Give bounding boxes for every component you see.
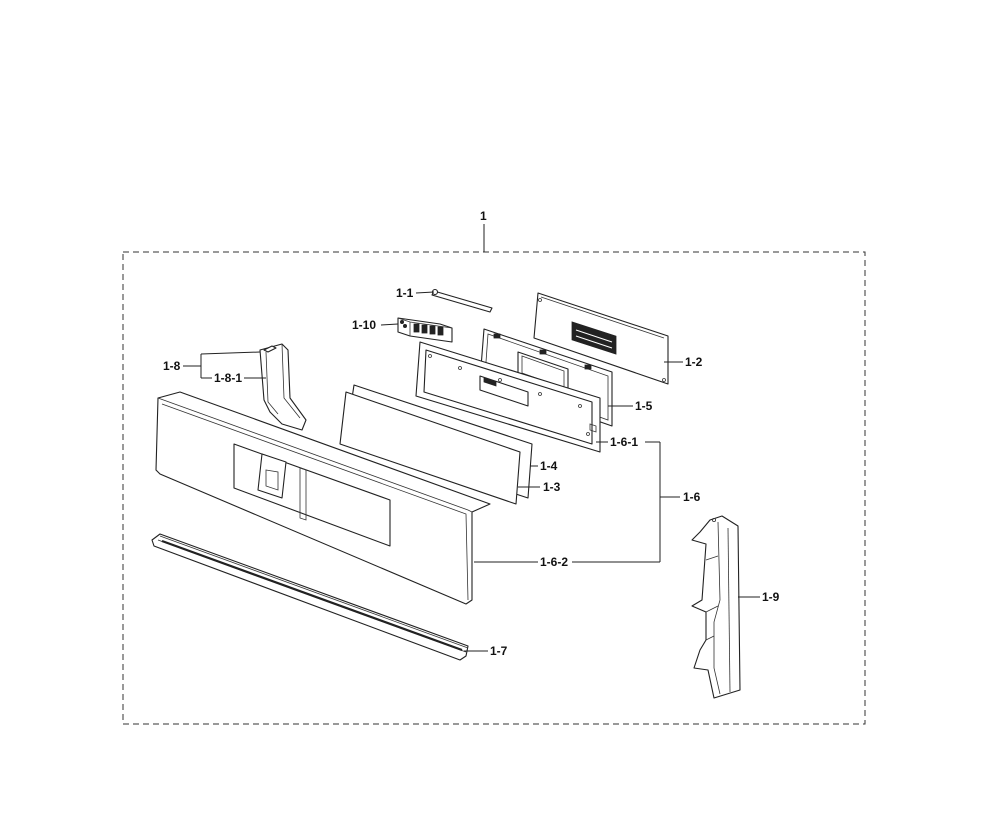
callout-1-10: 1-10 xyxy=(352,318,376,332)
callout-1-6: 1-6 xyxy=(683,490,701,504)
part-1-3-glass xyxy=(339,391,521,505)
part-1-7-trim-strip xyxy=(151,533,469,661)
assembly-boundary xyxy=(122,251,866,725)
callout-1-8: 1-8 xyxy=(163,359,181,373)
callout-1-8-1: 1-8-1 xyxy=(214,371,242,385)
callout-1-4: 1-4 xyxy=(540,459,558,473)
part-1-2-rear-cover xyxy=(533,292,669,385)
callout-1-9: 1-9 xyxy=(762,590,780,604)
callout-1-1: 1-1 xyxy=(396,286,414,300)
callout-1-7: 1-7 xyxy=(490,644,508,658)
assembly-label: 1 xyxy=(480,209,487,223)
callout-1-3: 1-3 xyxy=(543,480,561,494)
callout-1-2: 1-2 xyxy=(685,355,703,369)
part-1-1-rod xyxy=(431,288,493,313)
callout-1-5: 1-5 xyxy=(635,399,653,413)
part-1-8-bracket xyxy=(259,343,307,431)
leader-lines xyxy=(183,291,760,652)
part-1-9-side-bracket xyxy=(691,515,741,699)
callout-1-6-2: 1-6-2 xyxy=(540,555,568,569)
part-1-6-2-control-panel xyxy=(155,391,491,605)
part-1-6-1-frame xyxy=(415,341,601,453)
part-1-10-connector xyxy=(397,317,453,343)
callout-1-6-1: 1-6-1 xyxy=(610,435,638,449)
